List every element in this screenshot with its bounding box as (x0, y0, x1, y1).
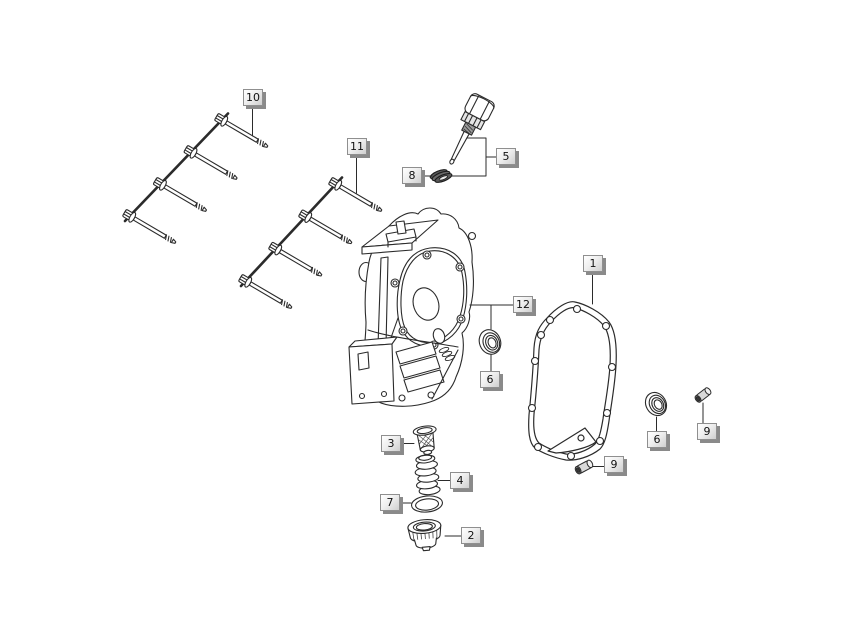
part-callout-11[interactable]: 11 (347, 138, 367, 155)
oil-strainer (412, 425, 437, 455)
part-callout-4[interactable]: 4 (450, 472, 470, 489)
oil-seal-right (644, 391, 668, 417)
part-callout-6[interactable]: 6 (647, 431, 667, 448)
cover-gasket (527, 301, 617, 461)
oil-dipstick (449, 93, 495, 165)
part-callout-6[interactable]: 6 (480, 371, 500, 388)
part-callout-9[interactable]: 9 (697, 423, 717, 440)
dowel-pin-lower (573, 458, 595, 476)
dowel-pin-upper (693, 386, 713, 404)
part-callout-1[interactable]: 1 (583, 255, 603, 272)
oil-seal-left (478, 329, 502, 355)
drain-o-ring (411, 495, 443, 513)
callout-leader-lines (252, 106, 704, 537)
part-callout-2[interactable]: 2 (461, 527, 481, 544)
part-callout-3[interactable]: 3 (381, 435, 401, 452)
part-callout-7[interactable]: 7 (380, 494, 400, 511)
dipstick-seal-ring (429, 169, 453, 183)
part-callout-5[interactable]: 5 (496, 148, 516, 165)
part-callout-9[interactable]: 9 (604, 456, 624, 473)
part-callout-10[interactable]: 10 (243, 89, 263, 106)
drain-spring (414, 454, 441, 496)
part-callout-12[interactable]: 12 (513, 296, 533, 313)
part-callout-8[interactable]: 8 (402, 167, 422, 184)
oil-drain-plug (407, 519, 442, 552)
crankcase-cover-body (348, 207, 477, 407)
bolt-set-short (237, 175, 385, 313)
bolt-set-long (121, 111, 271, 248)
